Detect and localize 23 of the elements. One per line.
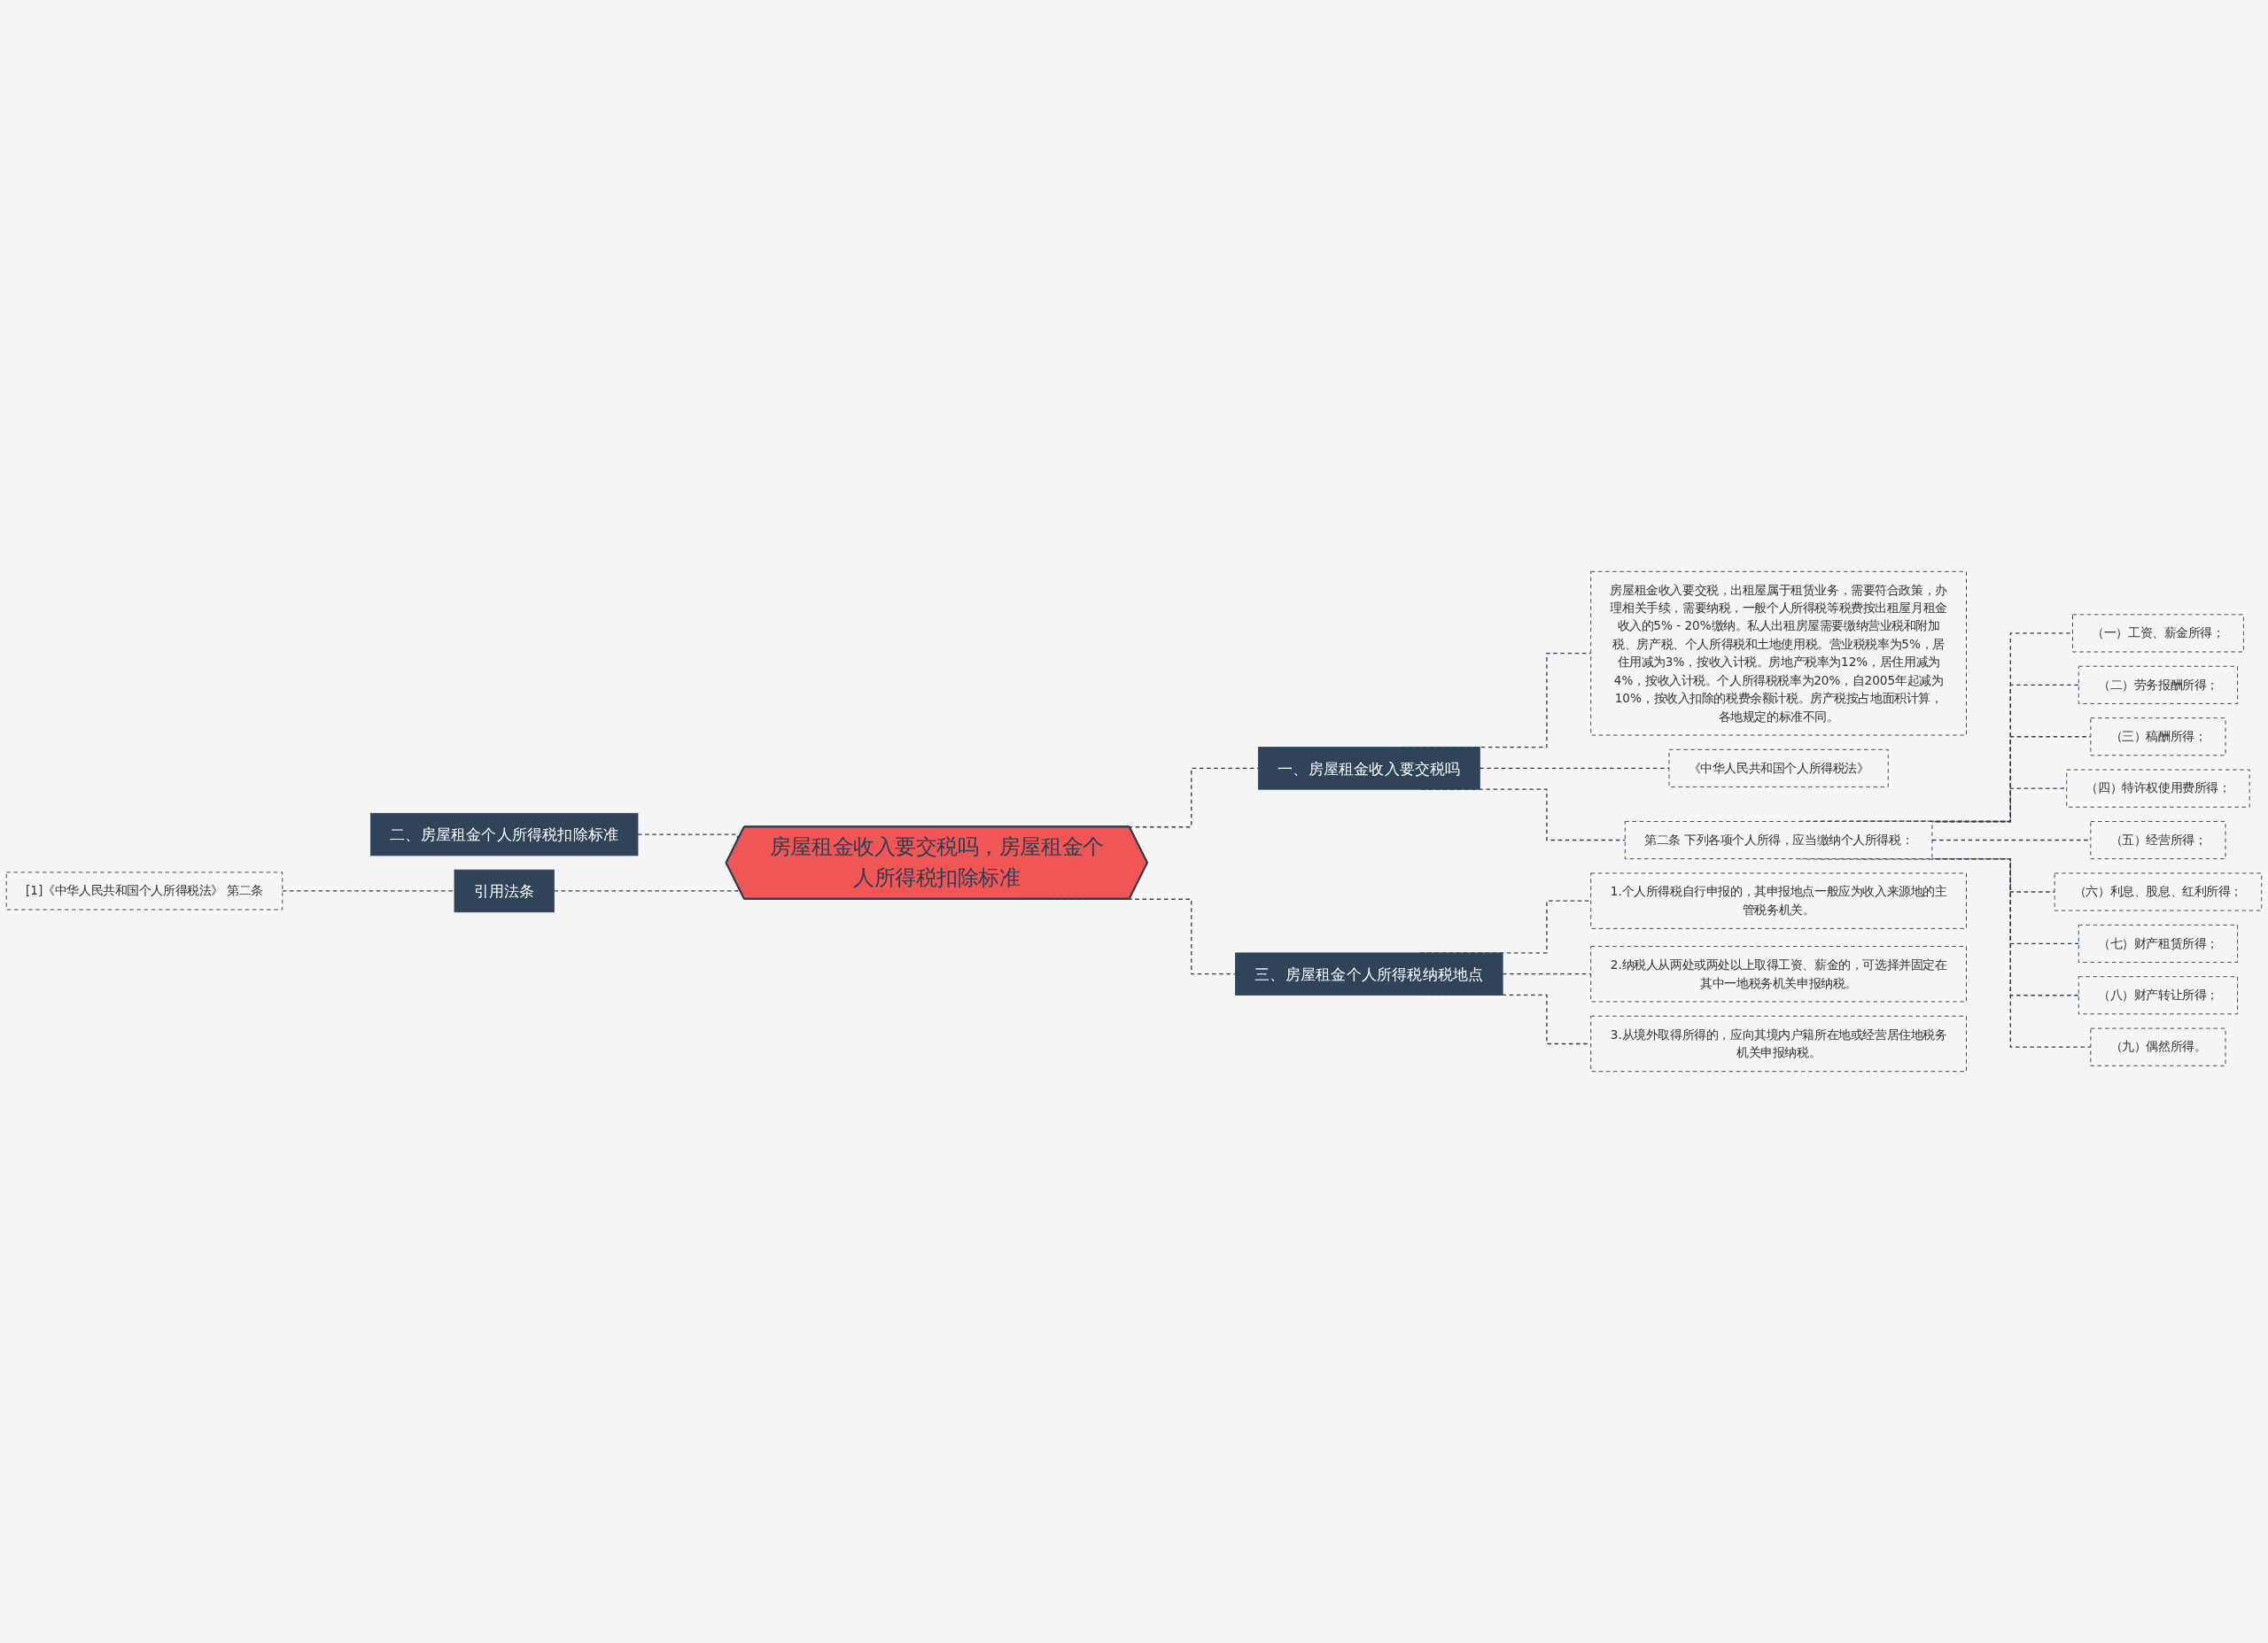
node-box: 3.从境外取得所得的，应向其境内户籍所在地或经营居住地税务机关申报纳税。 [1590, 1015, 1967, 1073]
node-box: （三）稿酬所得； [2090, 717, 2226, 756]
node-box: 一、房屋租金收入要交税吗 [1257, 747, 1480, 790]
node-box: 二、房屋租金个人所得税扣除标准 [369, 812, 639, 856]
node-box: （四）特许权使用费所得； [2066, 769, 2250, 808]
node-box: 三、房屋租金个人所得税纳税地点 [1235, 952, 1503, 996]
connector [1479, 767, 1670, 770]
node-box: （五）经营所得； [2090, 821, 2226, 860]
node-box: [1]《中华人民共和国个人所得税法》 第二条 [5, 872, 284, 911]
node-box: （九）偶然所得。 [2090, 1027, 2226, 1066]
node-box: （八）财产转让所得； [2078, 976, 2239, 1015]
node-box: 《中华人民共和国个人所得税法》 [1668, 748, 1889, 787]
node-box: 第二条 下列各项个人所得，应当缴纳个人所得税： [1624, 821, 1933, 860]
node-box: 房屋租金收入要交税，出租屋属于租赁业务，需要符合政策，办理相关手续，需要纳税，一般个人所得税等税费按出租屋月租金收入的5% - 20%缴纳。私人出租房屋需要缴纳营业税和附加税、房产税、个人所得税和土地使用税。营业税税率为5%，居住用减为3%，按收入计税。房地产税率为12%，居住用减为4%，按收入计税。个人所得税税率为20%，自2005年起减为10%，按收入扣除的税费余额计税。房产税按占地面积计算，各地规定的标准不同。 [1590, 570, 1967, 736]
node-box: 2.纳税人从两处或两处以上取得工资、薪金的，可选择并固定在其中一地税务机关申报纳税。 [1590, 945, 1967, 1003]
node-box: 引用法条 [454, 869, 555, 913]
node-box: （六）利息、股息、红利所得； [2054, 872, 2263, 911]
node-box: （七）财产租赁所得； [2078, 924, 2239, 963]
node-box: （一）工资、薪金所得； [2072, 614, 2244, 653]
connector [282, 890, 455, 892]
node-box: （二）劳务报酬所得； [2078, 665, 2239, 704]
node-box: 1.个人所得税自行申报的，其申报地点一般应为收入来源地的主管税务机关。 [1590, 872, 1967, 929]
connector [1502, 973, 1592, 975]
